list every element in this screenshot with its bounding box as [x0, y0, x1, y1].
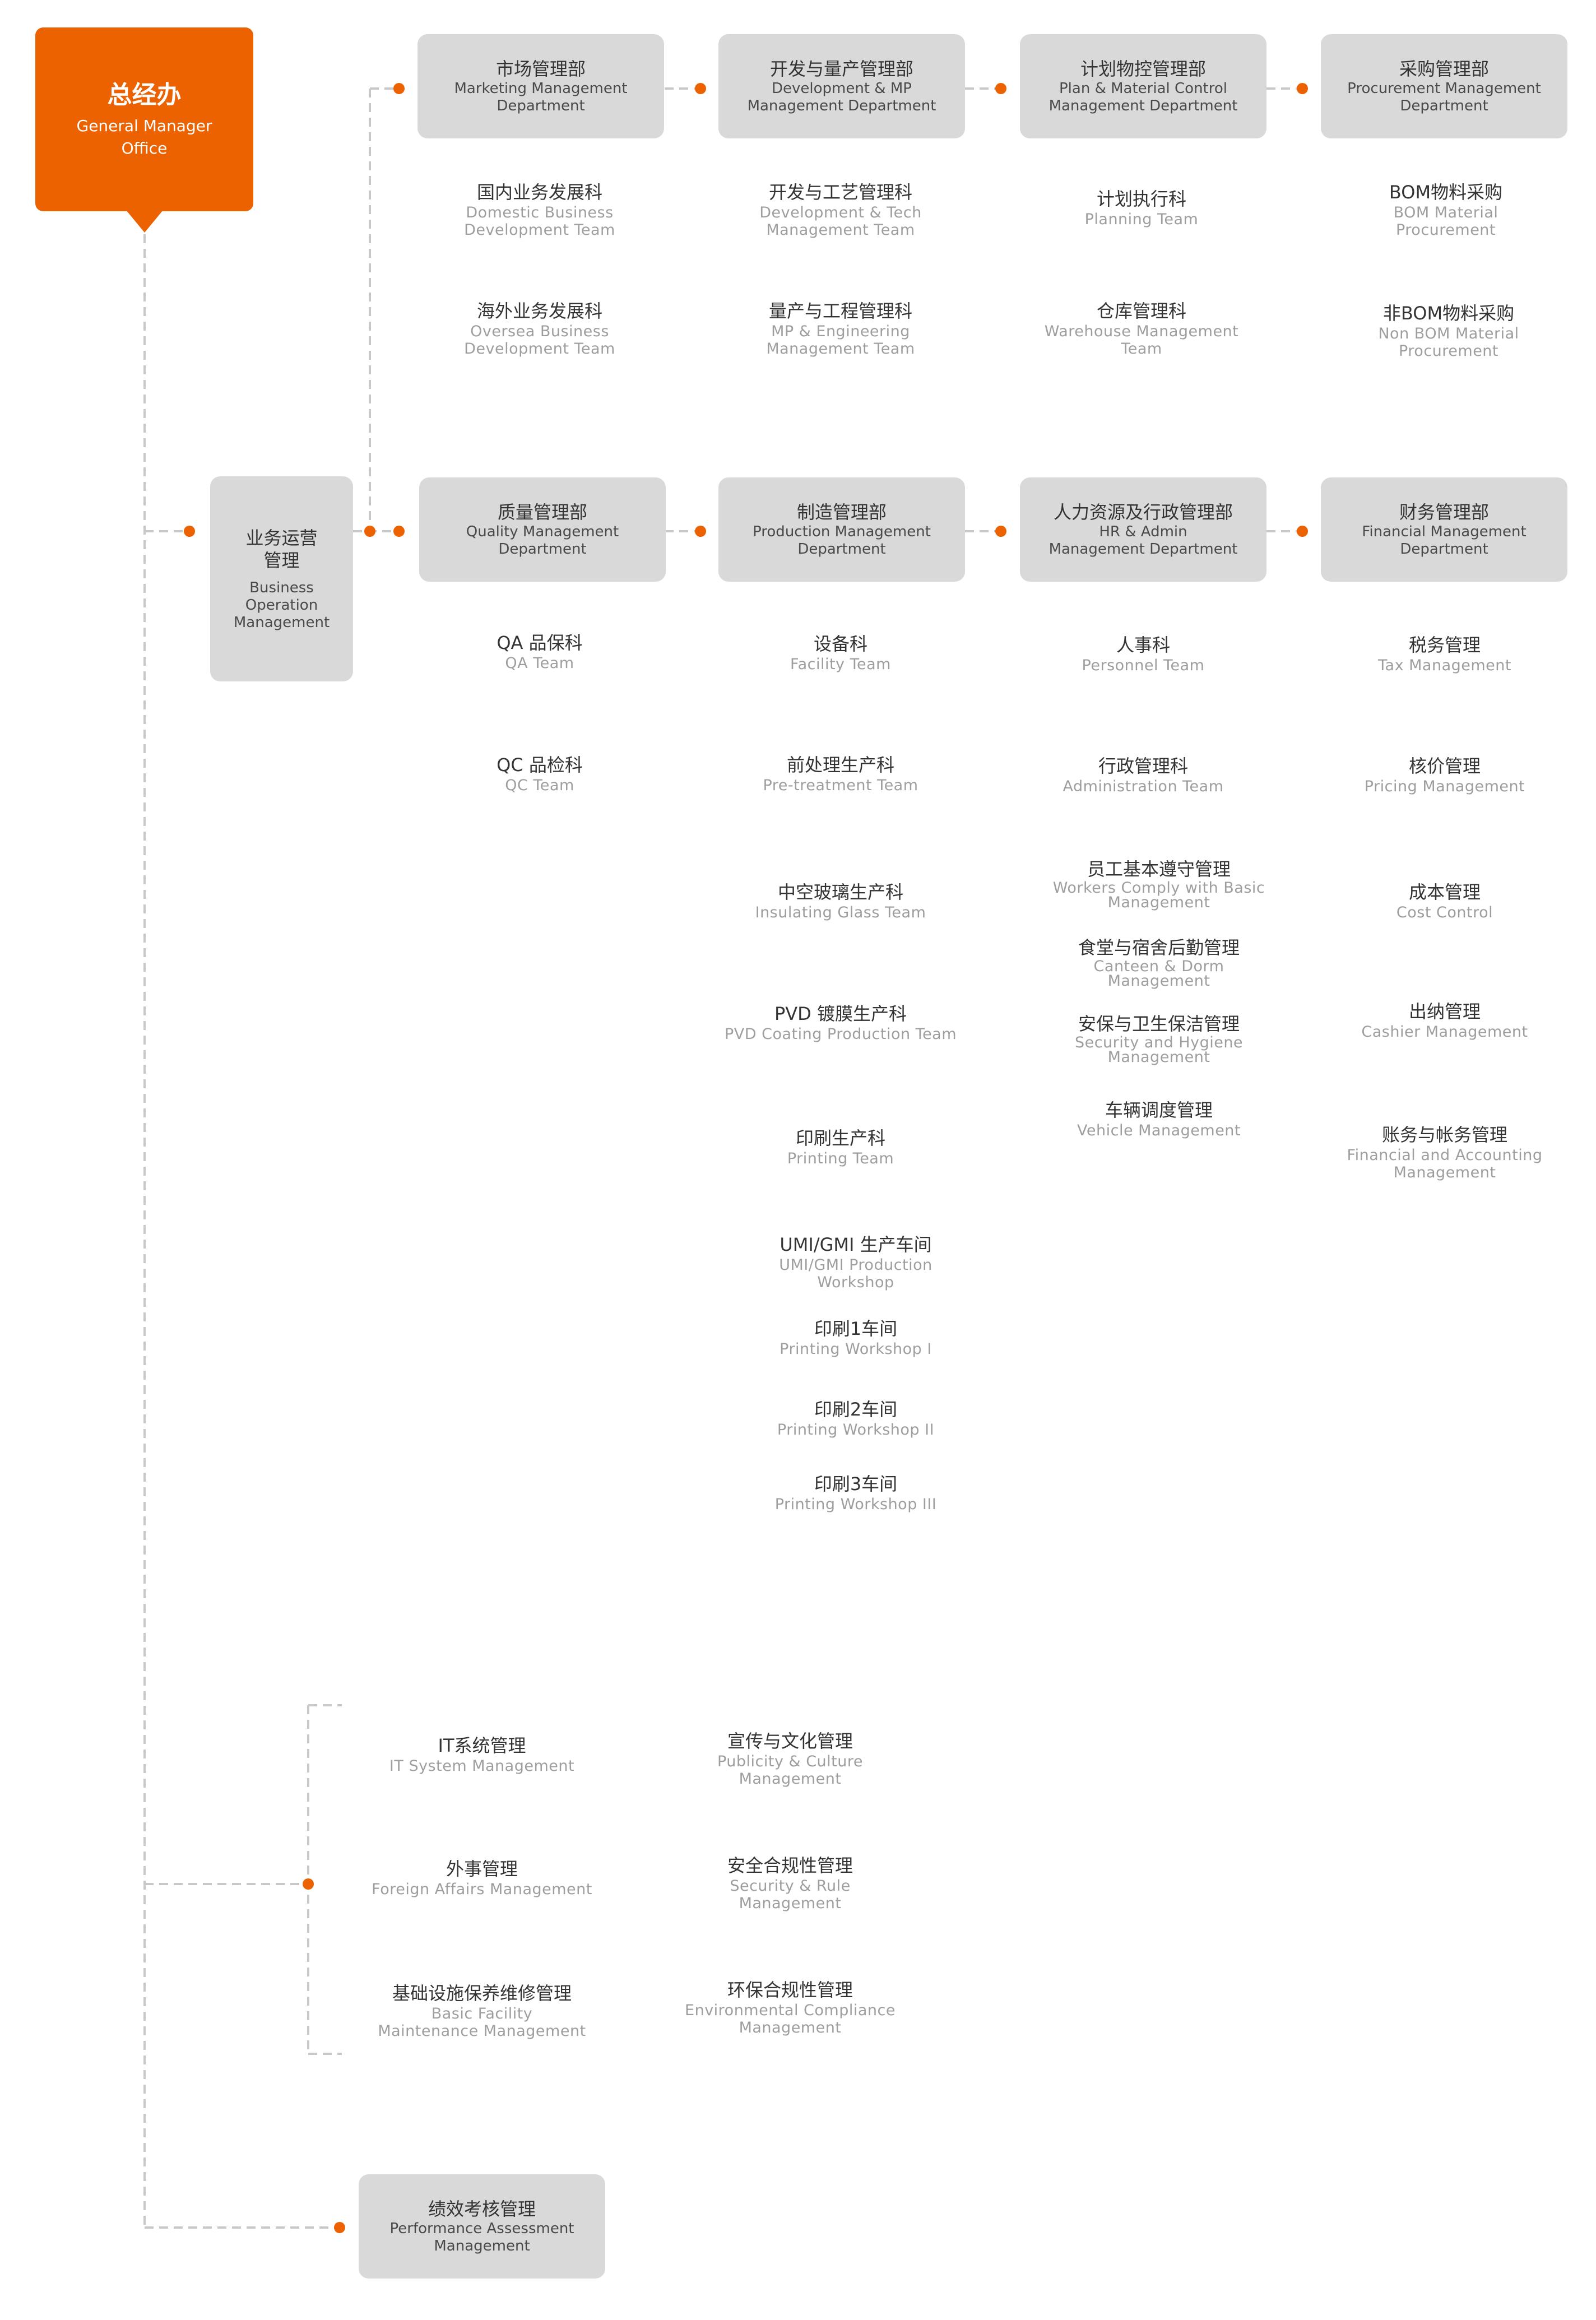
- gm-cn-label: 总经办: [107, 81, 182, 109]
- dept-development: 开发与量产管理部 Development & MP Management Dep…: [718, 34, 965, 138]
- dept-marketing: 市场管理部 Marketing Management Department: [417, 34, 664, 138]
- team-item: 设备科 Facility Team: [790, 633, 891, 673]
- dept-quality-en: Quality Management Department: [466, 523, 619, 558]
- team-item: 员工基本遵守管理 Workers Comply with Basic Manag…: [1052, 859, 1265, 911]
- dept-procurement: 采购管理部 Procurement Management Department: [1321, 34, 1567, 138]
- gm-en-label: General Manager Office: [76, 117, 212, 157]
- dept-hr-en: HR & Admin Management Department: [1048, 523, 1238, 558]
- team-item: 国内业务发展科 Domestic Business Development Te…: [464, 182, 615, 239]
- team-item: 前处理生产科 Pre-treatment Team: [763, 754, 918, 794]
- team-item: BOM物料采购 BOM Material Procurement: [1389, 182, 1503, 239]
- general-manager-office-box: 总经办 General Manager Office: [35, 27, 253, 211]
- dept-plan-material: 计划物控管理部 Plan & Material Control Manageme…: [1020, 34, 1266, 138]
- dept-hr-cn: 人力资源及行政管理部: [1053, 502, 1233, 523]
- business-op-en: Business Operation Management: [233, 579, 330, 631]
- team-item: 行政管理科 Administration Team: [1063, 755, 1224, 795]
- performance-en: Performance Assessment Management: [389, 2220, 574, 2254]
- team-item: 量产与工程管理科 MP & Engineering Management Tea…: [766, 300, 915, 358]
- team-item: 印刷生产科 Printing Team: [787, 1127, 894, 1167]
- dept-hr-admin: 人力资源及行政管理部 HR & Admin Management Departm…: [1020, 477, 1266, 582]
- team-item: 食堂与宿舍后勤管理 Canteen & Dorm Management: [1078, 937, 1240, 990]
- support-item: 基础设施保养维修管理 Basic Facility Maintenance Ma…: [378, 1983, 586, 2040]
- dept-finance: 财务管理部 Financial Management Department: [1321, 477, 1567, 582]
- dept-finance-cn: 财务管理部: [1399, 502, 1489, 523]
- team-item: 印刷2车间 Printing Workshop II: [777, 1399, 935, 1439]
- dept-quality: 质量管理部 Quality Management Department: [419, 477, 666, 582]
- dept-finance-en: Financial Management Department: [1362, 523, 1527, 558]
- team-item: 印刷3车间 Printing Workshop III: [774, 1473, 937, 1513]
- team-item: 出纳管理 Cashier Management: [1361, 1001, 1528, 1041]
- gm-pointer-icon: [126, 210, 163, 233]
- team-item: QA 品保科 QA Team: [497, 632, 583, 672]
- dept-procurement-cn: 采购管理部: [1399, 58, 1489, 80]
- team-item: 账务与帐务管理 Financial and Accounting Managem…: [1347, 1124, 1543, 1181]
- dept-procurement-en: Procurement Management Department: [1347, 80, 1541, 114]
- dept-plan-en: Plan & Material Control Management Depar…: [1048, 80, 1238, 114]
- team-item: PVD 镀膜生产科 PVD Coating Production Team: [724, 1003, 957, 1043]
- performance-cn: 绩效考核管理: [428, 2198, 536, 2220]
- team-item: 税务管理 Tax Management: [1378, 634, 1511, 674]
- dept-production-en: Production Management Department: [753, 523, 931, 558]
- team-item: 印刷1车间 Printing Workshop I: [780, 1318, 932, 1358]
- team-item: 非BOM物料采购 Non BOM Material Procurement: [1378, 303, 1519, 360]
- support-item: 安全合规性管理 Security & Rule Management: [727, 1855, 853, 1912]
- dept-quality-cn: 质量管理部: [497, 502, 587, 523]
- team-item: 计划执行科 Planning Team: [1084, 188, 1199, 228]
- team-item: 中空玻璃生产科 Insulating Glass Team: [755, 881, 926, 921]
- team-item: 成本管理 Cost Control: [1396, 881, 1493, 921]
- business-op-cn: 业务运营 管理: [245, 527, 318, 571]
- dept-marketing-en: Marketing Management Department: [454, 80, 628, 114]
- team-item: 海外业务发展科 Oversea Business Development Tea…: [464, 300, 615, 358]
- team-item: 核价管理 Pricing Management: [1364, 755, 1525, 795]
- dept-development-en: Development & MP Management Department: [747, 80, 936, 114]
- performance-assessment-box: 绩效考核管理 Performance Assessment Management: [359, 2174, 605, 2279]
- dept-development-cn: 开发与量产管理部: [769, 58, 913, 80]
- support-item: 外事管理 Foreign Affairs Management: [372, 1858, 592, 1898]
- business-operation-box: 业务运营 管理 Business Operation Management: [210, 476, 353, 681]
- dept-production: 制造管理部 Production Management Department: [718, 477, 965, 582]
- team-item: 人事科 Personnel Team: [1082, 634, 1205, 674]
- support-item: IT系统管理 IT System Management: [389, 1735, 575, 1775]
- dept-plan-cn: 计划物控管理部: [1080, 58, 1206, 80]
- support-item: 环保合规性管理 Environmental Compliance Managem…: [685, 1979, 896, 2036]
- dept-marketing-cn: 市场管理部: [495, 58, 586, 80]
- team-item: 开发与工艺管理科 Development & Tech Management T…: [759, 182, 922, 239]
- dept-production-cn: 制造管理部: [796, 502, 887, 523]
- team-item: 车辆调度管理 Vehicle Management: [1077, 1099, 1241, 1139]
- support-item: 宣传与文化管理 Publicity & Culture Management: [717, 1730, 863, 1788]
- team-item: 安保与卫生保洁管理 Security and Hygiene Managemen…: [1074, 1013, 1244, 1066]
- team-item: 仓库管理科 Warehouse Management Team: [1044, 300, 1239, 358]
- team-item: UMI/GMI 生产车间 UMI/GMI Production Workshop: [779, 1234, 932, 1291]
- team-item: QC 品检科 QC Team: [497, 754, 583, 794]
